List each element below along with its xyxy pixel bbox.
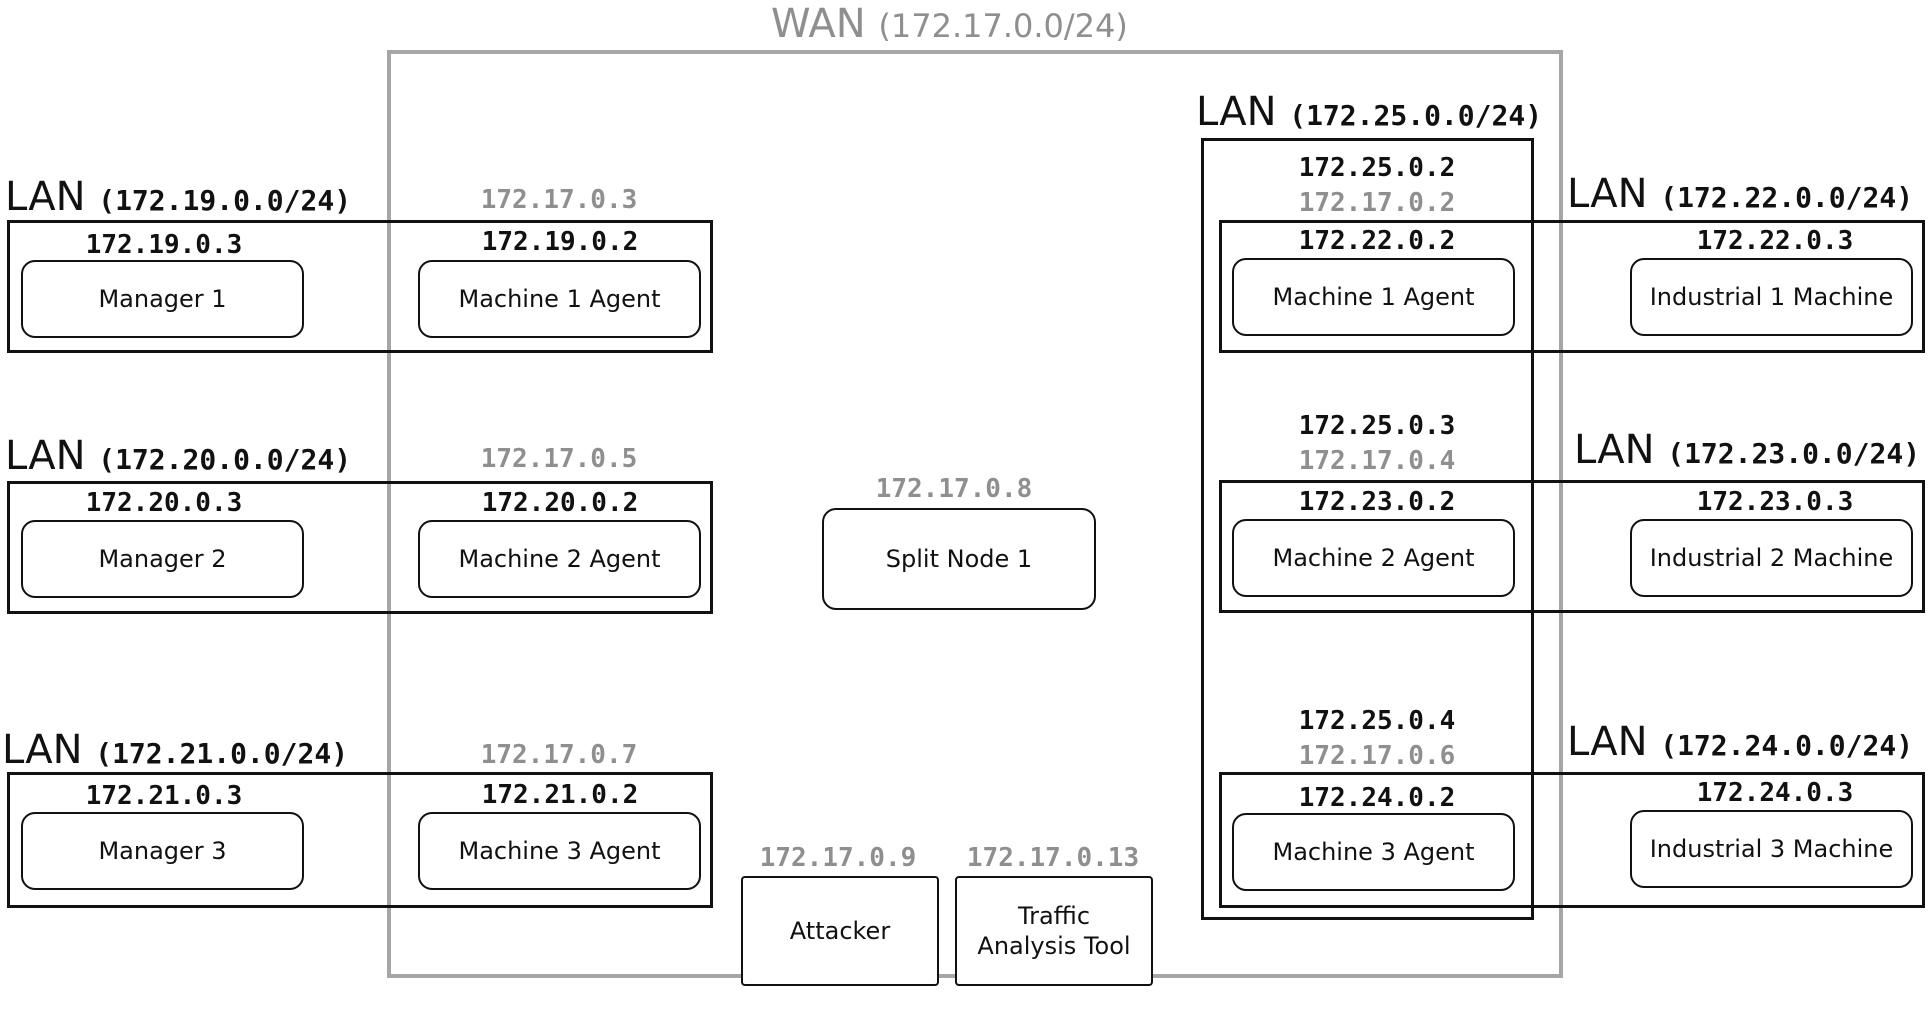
lan-cidr: (172.21.0.0/24) — [95, 737, 349, 770]
attacker-ip: 172.17.0.9 — [759, 843, 917, 873]
lan-cidr: (172.25.0.0/24) — [1289, 99, 1543, 132]
machine-3-agent-right-lan-ip: 172.24.0.2 — [1298, 783, 1456, 813]
split-node-node: Split Node 1 — [822, 508, 1096, 610]
manager-3-ip: 172.21.0.3 — [85, 781, 243, 811]
machine-3-agent-left-lan-ip: 172.21.0.2 — [481, 780, 639, 810]
machine-2-agent-right-mid-ip: 172.25.0.3 — [1298, 411, 1456, 441]
industrial-1-machine-ip: 172.22.0.3 — [1696, 226, 1854, 256]
lan-label-right-big: LAN (172.25.0.0/24) — [1196, 92, 1542, 132]
split-node-ip: 172.17.0.8 — [875, 474, 1033, 504]
lan-boundary-right-1 — [1219, 220, 1925, 353]
machine-3-agent-right-wan-ip: 172.17.0.6 — [1298, 741, 1456, 771]
lan-label-right-1: LAN (172.22.0.0/24) — [1567, 174, 1913, 214]
industrial-2-machine-node: Industrial 2 Machine — [1630, 519, 1913, 597]
lan-boundary-left-1 — [7, 220, 713, 353]
machine-1-agent-right-wan-ip: 172.17.0.2 — [1298, 188, 1456, 218]
lan-cidr: (172.23.0.0/24) — [1667, 437, 1921, 470]
attacker-node: Attacker — [741, 876, 939, 986]
machine-2-agent-left-lan-ip: 172.20.0.2 — [481, 488, 639, 518]
machine-1-agent-right-mid-ip: 172.25.0.2 — [1298, 153, 1456, 183]
machine-3-agent-right-node: Machine 3 Agent — [1232, 813, 1515, 891]
traffic-tool-line1: Traffic — [1017, 902, 1091, 930]
industrial-3-machine-ip: 172.24.0.3 — [1696, 778, 1854, 808]
manager-1-ip: 172.19.0.3 — [85, 230, 243, 260]
manager-2-ip: 172.20.0.3 — [85, 488, 243, 518]
machine-3-agent-right-mid-ip: 172.25.0.4 — [1298, 706, 1456, 736]
machine-3-agent-left-node: Machine 3 Agent — [418, 812, 701, 890]
machine-2-agent-right-wan-ip: 172.17.0.4 — [1298, 446, 1456, 476]
manager-2-node: Manager 2 — [21, 520, 304, 598]
lan-boundary-left-2 — [7, 481, 713, 614]
lan-boundary-left-3 — [7, 772, 713, 908]
lan-label-text: LAN — [1567, 171, 1648, 217]
traffic-analysis-tool-node: Traffic Analysis Tool — [955, 876, 1153, 986]
lan-label-text: LAN — [2, 727, 83, 773]
lan-label-right-3: LAN (172.24.0.0/24) — [1567, 722, 1913, 762]
lan-label-text: LAN — [5, 433, 86, 479]
machine-2-agent-left-node: Machine 2 Agent — [418, 520, 701, 598]
industrial-2-machine-ip: 172.23.0.3 — [1696, 487, 1854, 517]
machine-1-agent-right-lan-ip: 172.22.0.2 — [1298, 226, 1456, 256]
machine-2-agent-right-node: Machine 2 Agent — [1232, 519, 1515, 597]
machine-2-agent-left-wan-ip: 172.17.0.5 — [480, 444, 638, 474]
lan-label-text: LAN — [1574, 427, 1655, 473]
lan-label-text: LAN — [1196, 89, 1277, 135]
lan-boundary-right-3 — [1219, 772, 1925, 908]
manager-3-node: Manager 3 — [21, 812, 304, 890]
machine-2-agent-right-lan-ip: 172.23.0.2 — [1298, 487, 1456, 517]
wan-cidr: (172.17.0.0/24) — [878, 7, 1128, 45]
lan-cidr: (172.19.0.0/24) — [98, 184, 352, 217]
lan-label-left-2: LAN (172.20.0.0/24) — [5, 436, 351, 476]
wan-label-text: WAN — [771, 1, 866, 47]
machine-1-agent-left-lan-ip: 172.19.0.2 — [481, 227, 639, 257]
industrial-1-machine-node: Industrial 1 Machine — [1630, 258, 1913, 336]
manager-1-node: Manager 1 — [21, 260, 304, 338]
wan-label: WAN (172.17.0.0/24) — [771, 4, 1128, 44]
lan-boundary-right-2 — [1219, 480, 1925, 613]
traffic-analysis-tool-ip: 172.17.0.13 — [966, 843, 1140, 873]
lan-label-text: LAN — [1567, 719, 1648, 765]
lan-cidr: (172.24.0.0/24) — [1660, 729, 1914, 762]
machine-1-agent-left-node: Machine 1 Agent — [418, 260, 701, 338]
machine-3-agent-left-wan-ip: 172.17.0.7 — [480, 740, 638, 770]
machine-1-agent-left-wan-ip: 172.17.0.3 — [480, 185, 638, 215]
lan-label-left-3: LAN (172.21.0.0/24) — [2, 730, 348, 770]
lan-cidr: (172.20.0.0/24) — [98, 443, 352, 476]
lan-label-right-2: LAN (172.23.0.0/24) — [1574, 430, 1920, 470]
traffic-tool-line2: Analysis Tool — [977, 932, 1131, 960]
lan-label-left-1: LAN (172.19.0.0/24) — [5, 177, 351, 217]
lan-cidr: (172.22.0.0/24) — [1660, 181, 1914, 214]
lan-boundary-right-big — [1201, 138, 1534, 920]
machine-1-agent-right-node: Machine 1 Agent — [1232, 258, 1515, 336]
industrial-3-machine-node: Industrial 3 Machine — [1630, 810, 1913, 888]
lan-label-text: LAN — [5, 174, 86, 220]
